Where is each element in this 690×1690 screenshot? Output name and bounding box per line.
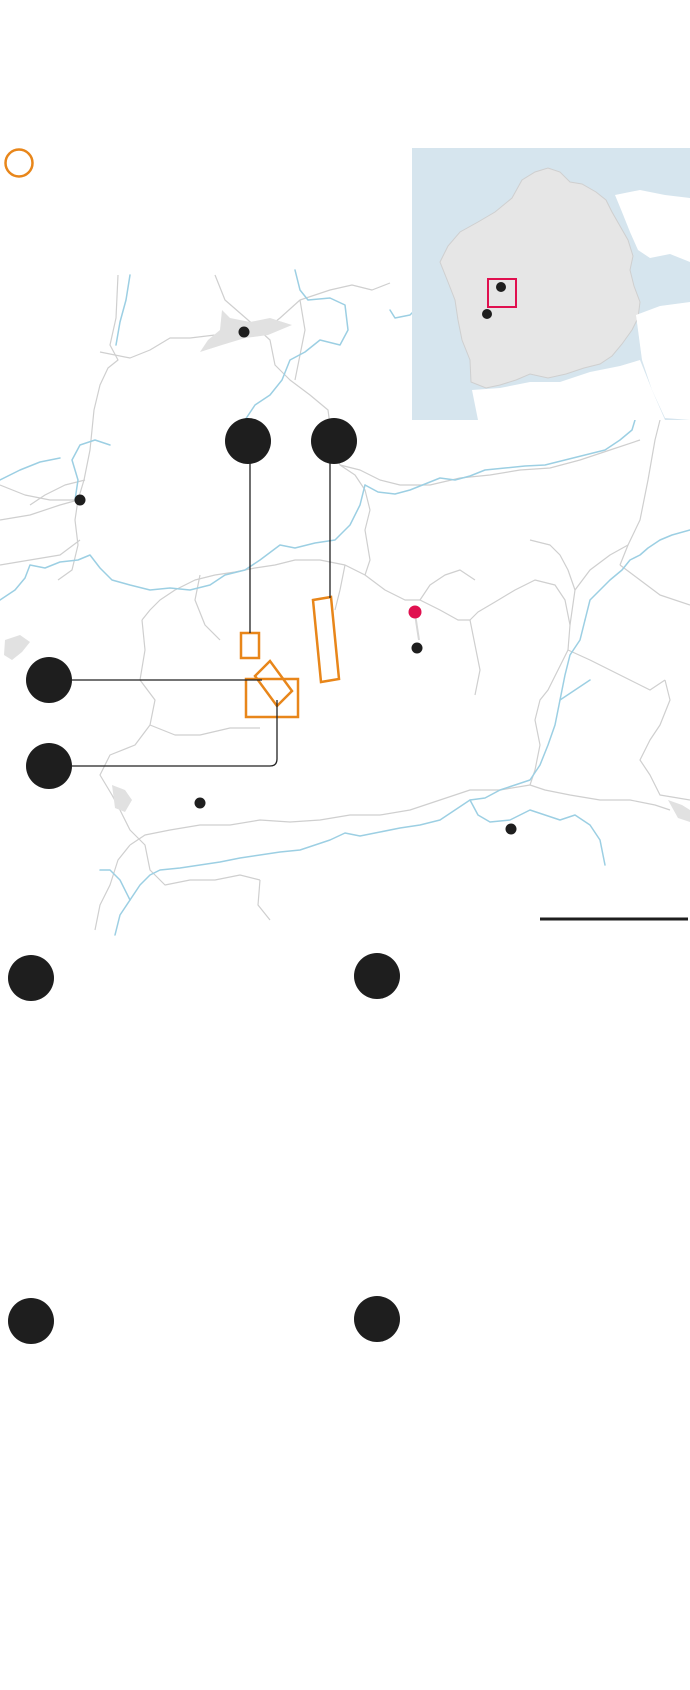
callout-badge-3 xyxy=(26,657,72,703)
callout-badges xyxy=(26,418,357,789)
detail-badge-1 xyxy=(8,955,54,1001)
footprint-rotated xyxy=(253,659,294,708)
leader-line-4 xyxy=(72,700,278,767)
town-marker-west xyxy=(74,494,86,506)
footprint-long xyxy=(311,595,341,684)
urban-area-south xyxy=(112,785,132,812)
town-marker-center xyxy=(411,642,423,654)
detail-badge-3 xyxy=(8,1298,54,1344)
inset-city-marker-north xyxy=(496,282,506,292)
site-footprints xyxy=(239,595,341,719)
footprint-small xyxy=(239,631,261,660)
inset-city-marker-south xyxy=(482,309,492,319)
town-marker-north xyxy=(238,326,250,338)
detail-key xyxy=(8,953,400,1344)
inset-land-asturias xyxy=(615,190,690,262)
legend-footprint-ring xyxy=(4,148,34,178)
urban-area-west xyxy=(4,635,30,660)
callout-badge-1 xyxy=(225,418,271,464)
town-marker-southeast xyxy=(505,823,517,835)
boundary-lines xyxy=(0,274,690,931)
detail-badge-4 xyxy=(354,1296,400,1342)
place-markers xyxy=(74,326,517,835)
inset-locator-map xyxy=(412,148,690,420)
river-network xyxy=(0,269,690,936)
footprint-large xyxy=(244,677,300,719)
inset-land-leon xyxy=(636,302,690,420)
inset-land-galicia xyxy=(439,167,641,389)
callout-badge-2 xyxy=(311,418,357,464)
inset-land-portugal xyxy=(472,360,665,420)
urban-area-east xyxy=(668,800,690,822)
callout-badge-4 xyxy=(26,743,72,789)
highlight-location-marker xyxy=(408,605,422,619)
leader-lines xyxy=(72,441,331,767)
town-marker-south xyxy=(194,797,206,809)
detail-badge-2 xyxy=(354,953,400,999)
inset-highlight-frame xyxy=(487,278,517,308)
